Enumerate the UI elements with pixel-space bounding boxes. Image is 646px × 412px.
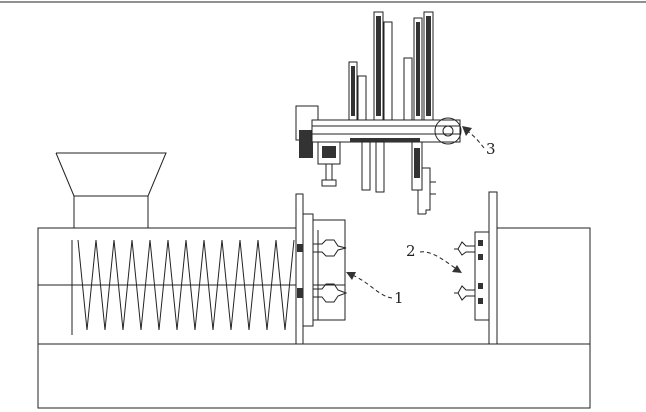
hopper-icon bbox=[55, 152, 167, 228]
callout-2: 2 bbox=[406, 242, 416, 260]
moving-mold-icon bbox=[454, 191, 591, 345]
callout-1: 1 bbox=[394, 289, 404, 307]
machine-base bbox=[37, 343, 591, 409]
callout-3-group: 3 bbox=[462, 126, 496, 158]
callout-3: 3 bbox=[486, 140, 496, 158]
robot-manipulator-icon bbox=[295, 11, 462, 215]
callout-2-group: 2 bbox=[406, 242, 462, 273]
screw-icon bbox=[71, 239, 295, 335]
fixed-mold-icon bbox=[295, 193, 348, 345]
callout-1-group: 1 bbox=[346, 272, 404, 307]
